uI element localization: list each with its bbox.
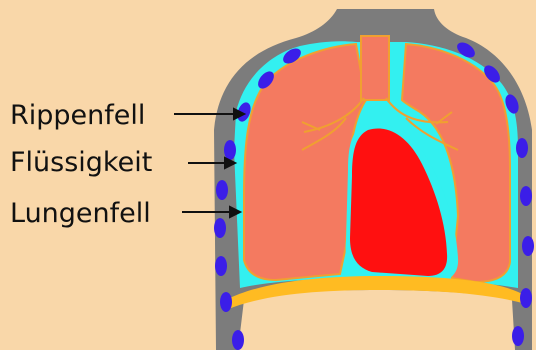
trachea [361, 36, 389, 100]
rib-icon [520, 186, 532, 206]
rib-icon [520, 288, 532, 308]
rib-icon [215, 256, 227, 276]
rib-icon [232, 330, 244, 350]
rib-icon [522, 236, 534, 256]
rib-icon [512, 326, 524, 346]
rib-icon [216, 180, 228, 200]
rib-icon [214, 218, 226, 238]
label-lungenfell: Lungenfell [10, 198, 151, 230]
label-rippenfell: Rippenfell [10, 100, 145, 132]
rib-icon [516, 138, 528, 158]
rib-icon [220, 292, 232, 312]
rib-icon [224, 140, 236, 160]
label-fluessigkeit: Flüssigkeit [10, 147, 152, 179]
